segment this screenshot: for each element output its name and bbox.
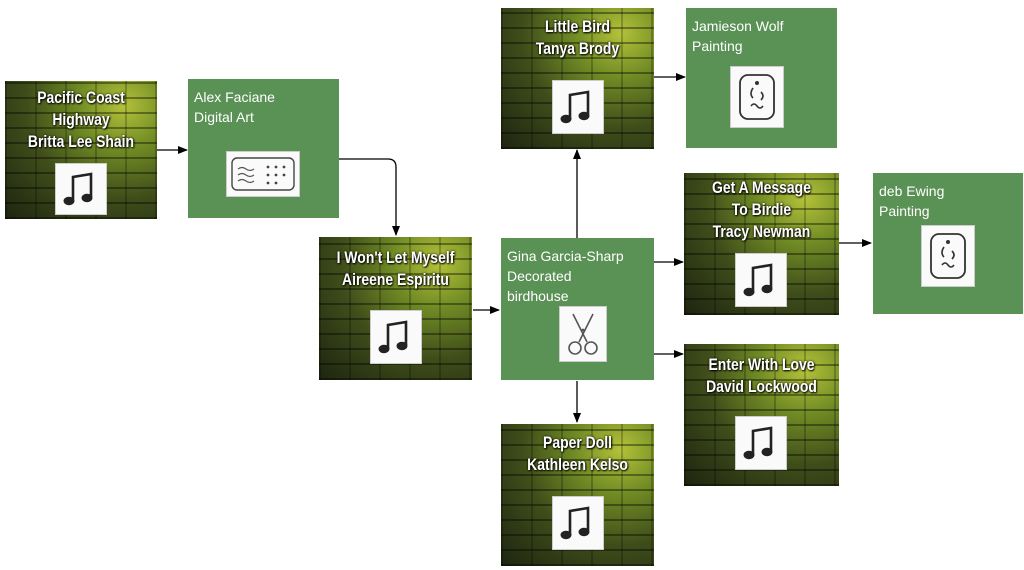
song-node-enter-with-love[interactable]: Enter With Love David Lockwood	[684, 344, 839, 486]
music-note-icon	[552, 496, 604, 550]
song-title-line: I Won't Let Myself	[336, 248, 455, 267]
song-title: Enter With Love David Lockwood	[698, 354, 825, 398]
song-title-line: Enter With Love	[708, 355, 815, 374]
song-title: Get A Message To Birdie Tracy Newman	[698, 177, 825, 243]
digital-art-icon	[226, 151, 300, 197]
song-title-line: Highway	[52, 110, 110, 129]
song-artist: Kathleen Kelso	[527, 455, 628, 474]
scissors-icon	[559, 306, 607, 362]
artist-name: Jamieson Wolf	[692, 18, 784, 34]
song-title-line: Pacific Coast	[37, 88, 125, 107]
song-artist: David Lockwood	[706, 377, 817, 396]
music-note-icon	[55, 163, 107, 215]
song-artist: Britta Lee Shain	[27, 132, 135, 151]
song-title: Pacific Coast Highway Britta Lee Shain	[19, 87, 144, 153]
music-note-icon	[735, 416, 787, 470]
song-title-line: Paper Doll	[543, 433, 612, 452]
song-node-paper-doll[interactable]: Paper Doll Kathleen Kelso	[501, 424, 654, 566]
song-node-pacific-coast-highway[interactable]: Pacific Coast Highway Britta Lee Shain	[5, 81, 157, 219]
artwork-type: Decorated	[507, 268, 572, 284]
song-title-line: Get A Message	[712, 178, 811, 197]
artist-name: Gina Garcia-Sharp	[507, 248, 624, 264]
song-title: Paper Doll Kathleen Kelso	[515, 432, 640, 476]
song-title-line: To Birdie	[731, 200, 792, 219]
artwork-type: Painting	[692, 38, 743, 54]
song-node-little-bird[interactable]: Little Bird Tanya Brody	[501, 8, 654, 149]
artist-name: Alex Faciane	[194, 89, 275, 105]
arrow-alex-to-aireene	[339, 158, 400, 236]
artist-name: deb Ewing	[879, 183, 945, 199]
artwork-type: Painting	[879, 203, 930, 219]
artist-node-deb-ewing[interactable]: deb Ewing Painting	[873, 173, 1023, 314]
song-title: I Won't Let Myself Aireene Espiritu	[333, 247, 458, 291]
song-node-get-a-message-to-birdie[interactable]: Get A Message To Birdie Tracy Newman	[684, 173, 839, 315]
music-note-icon	[735, 253, 787, 307]
song-artist: Aireene Espiritu	[342, 270, 449, 289]
artwork-type: birdhouse	[507, 288, 569, 304]
song-artist: Tracy Newman	[712, 222, 811, 241]
artwork-type: Digital Art	[194, 109, 254, 125]
song-node-i-wont-let-myself[interactable]: I Won't Let Myself Aireene Espiritu	[319, 237, 472, 380]
painting-icon	[921, 225, 975, 287]
artist-node-alex-faciane[interactable]: Alex Faciane Digital Art	[188, 79, 339, 218]
song-artist: Tanya Brody	[535, 39, 620, 58]
song-title-line: Little Bird	[544, 17, 611, 36]
artist-node-gina-garcia-sharp[interactable]: Gina Garcia-Sharp Decorated birdhouse	[501, 238, 654, 380]
artist-node-jamieson-wolf[interactable]: Jamieson Wolf Painting	[686, 8, 837, 148]
painting-icon	[730, 66, 784, 128]
song-title: Little Bird Tanya Brody	[515, 16, 640, 60]
music-note-icon	[552, 80, 604, 134]
music-note-icon	[370, 310, 422, 364]
